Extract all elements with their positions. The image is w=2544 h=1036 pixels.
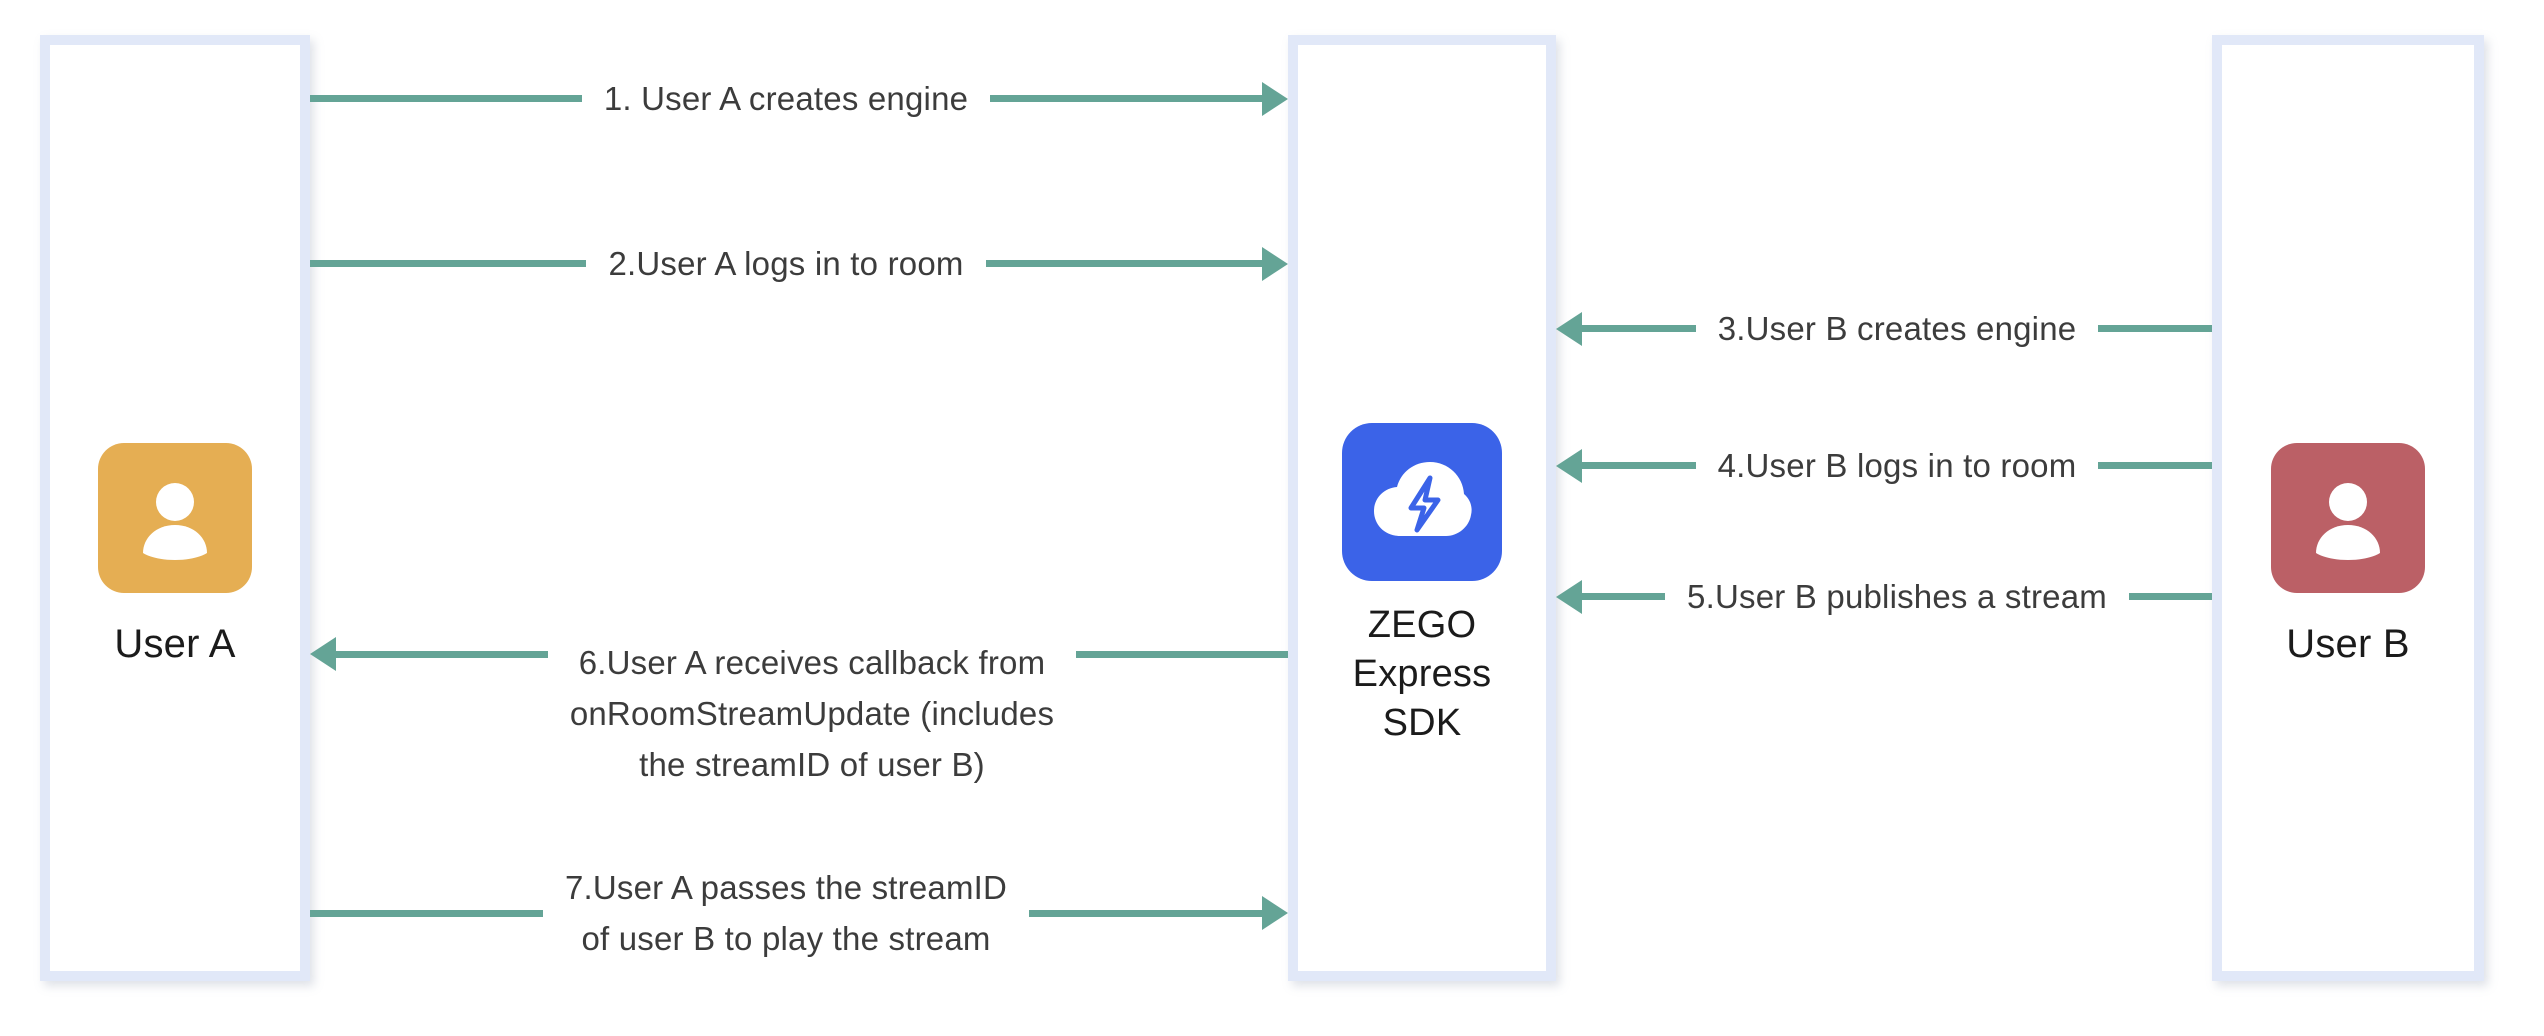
lifeline-user-b: User B	[2212, 35, 2484, 981]
arrowhead-left-icon	[310, 637, 336, 671]
message-line-6-right	[1076, 651, 1288, 658]
lifeline-user-a: User A	[40, 35, 310, 981]
message-line-5-left	[1582, 593, 1666, 600]
lifeline-zego-sdk: ZEGO Express SDK	[1288, 35, 1556, 981]
message-label-2: 2.User A logs in to room	[608, 245, 964, 282]
message-line-3-right	[2098, 325, 2212, 332]
message-label-4: 4.User B logs in to room	[1717, 447, 2077, 484]
message-line-5-right	[2128, 593, 2213, 600]
message-label-3: 3.User B creates engine	[1717, 310, 2077, 347]
message-line-4-left	[1582, 462, 1696, 469]
actor-label-zego-sdk: ZEGO Express SDK	[1352, 604, 1492, 744]
message-line-1-right	[990, 95, 1263, 102]
message-row-7: 7.User A passes the streamID of user B t…	[310, 862, 1288, 964]
message-label-5: 5.User B publishes a stream	[1687, 578, 2107, 615]
message-row-1: 1. User A creates engine	[310, 73, 1289, 124]
actor-user-b: User B	[2222, 443, 2474, 669]
message-row-5: 5.User B publishes a stream	[1556, 571, 2213, 622]
message-line-1-left	[310, 95, 582, 102]
arrowhead-left-icon	[1556, 311, 1582, 346]
arrowhead-right-icon	[1262, 246, 1289, 281]
cloud-lightning-icon	[1342, 423, 1502, 581]
message-row-3: 3.User B creates engine	[1556, 303, 2212, 354]
message-line-2-right	[985, 260, 1263, 267]
arrowhead-left-icon	[1556, 579, 1582, 614]
message-label-1: 1. User A creates engine	[603, 80, 969, 117]
arrowhead-right-icon	[1262, 81, 1289, 116]
message-line-7-right	[1029, 909, 1262, 917]
person-avatar-icon	[98, 443, 252, 593]
actor-user-a: User A	[50, 443, 300, 669]
message-row-4: 4.User B logs in to room	[1556, 440, 2212, 491]
message-row-6: 6.User A receives callback from onRoomSt…	[310, 637, 1288, 790]
arrowhead-left-icon	[1556, 448, 1582, 483]
message-label-6: 6.User A receives callback from onRoomSt…	[569, 644, 1055, 783]
actor-label-user-b: User B	[2286, 622, 2410, 666]
message-line-2-left	[310, 260, 587, 267]
actor-label-user-a: User A	[114, 622, 236, 666]
arrowhead-right-icon	[1262, 896, 1288, 930]
actor-zego-sdk: ZEGO Express SDK	[1298, 423, 1546, 748]
message-line-6-left	[336, 651, 548, 658]
message-line-4-right	[2098, 462, 2212, 469]
message-line-7-left	[310, 909, 543, 917]
message-label-7: 7.User A passes the streamID of user B t…	[564, 869, 1008, 957]
message-line-3-left	[1582, 325, 1696, 332]
person-avatar-icon	[2271, 443, 2425, 593]
message-row-2: 2.User A logs in to room	[310, 238, 1289, 289]
